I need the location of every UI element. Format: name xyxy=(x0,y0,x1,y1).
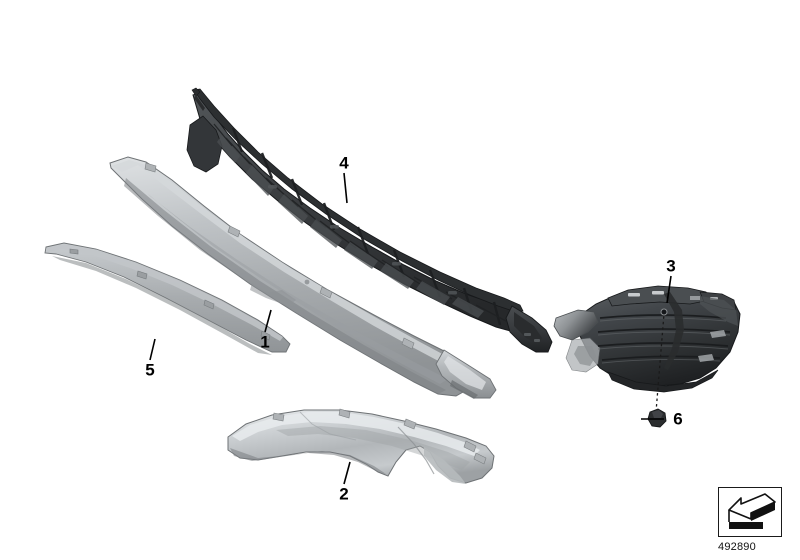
leader-line-1 xyxy=(264,309,272,333)
drawing-number: 492890 xyxy=(718,541,756,553)
callout-label-3[interactable]: 3 xyxy=(666,256,676,276)
leader-line-2 xyxy=(343,461,351,485)
leader-line-3 xyxy=(666,275,672,304)
leader-line-4 xyxy=(343,172,348,204)
part-2-side-cover-panel xyxy=(227,408,495,484)
callout-label-4[interactable]: 4 xyxy=(339,153,349,173)
orientation-legend-box xyxy=(718,487,782,537)
callout-label-2[interactable]: 2 xyxy=(339,484,349,504)
3d-arrow-icon xyxy=(728,493,776,529)
part-5-narrow-trim-strip xyxy=(44,242,291,355)
callout-label-5[interactable]: 5 xyxy=(145,360,155,380)
part-1-bumper-trim-panel xyxy=(109,156,497,399)
callout-label-6[interactable]: 6 xyxy=(673,409,683,429)
part-4-lower-grille-frame xyxy=(186,87,553,353)
part-3-air-duct-grille xyxy=(553,285,741,393)
callout-leader-lines xyxy=(149,172,672,485)
part-6-expanding-rivet-clip xyxy=(647,408,667,428)
callout-label-1[interactable]: 1 xyxy=(260,332,270,352)
leader-line-5 xyxy=(149,338,156,361)
